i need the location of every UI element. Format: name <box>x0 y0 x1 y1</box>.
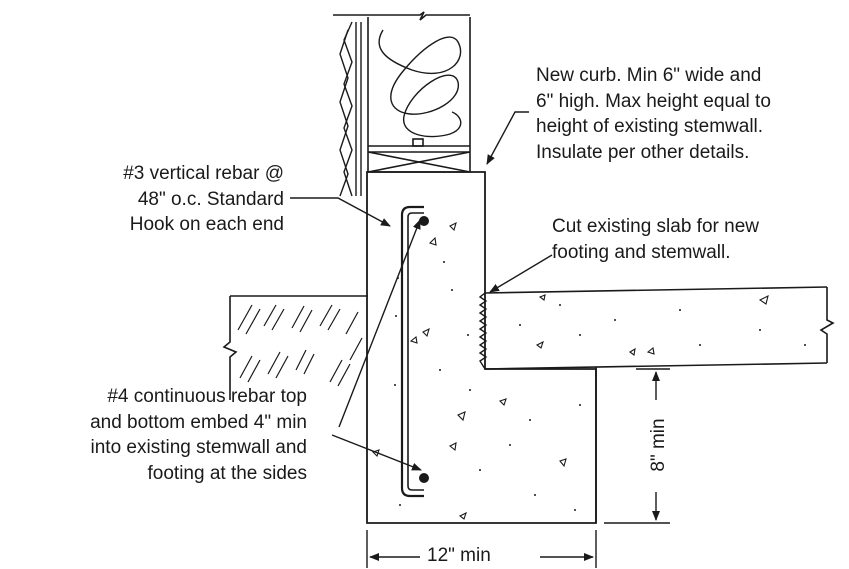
batt-insulation <box>378 29 462 138</box>
width-dimension-label: 12" min <box>424 545 494 567</box>
siding-sheathing <box>339 21 362 197</box>
width-dimension <box>366 530 597 568</box>
new-curb-note: New curb. Min 6" wide and 6" high. Max h… <box>536 65 771 163</box>
depth-dimension-label: 8" min <box>648 406 670 484</box>
continuous-rebar-note: #4 continuous rebar top and bottom embed… <box>90 386 307 484</box>
depth-dimension <box>604 368 670 524</box>
sand-stipple <box>394 261 806 511</box>
existing-slab <box>484 286 835 523</box>
continuous-rebar-4 <box>419 216 429 483</box>
cut-slab-note: Cut existing slab for new footing and st… <box>552 216 759 263</box>
wall-framing <box>333 11 471 173</box>
vertical-rebar-note: #3 vertical rebar @ 48" o.c. Standard Ho… <box>123 163 284 235</box>
aggregate-pattern <box>371 221 769 520</box>
vertical-rebar-3 <box>400 205 424 498</box>
soil-hatch <box>237 304 363 387</box>
vertical-rebar-3-inner <box>407 212 424 491</box>
saw-cut-line <box>478 292 488 370</box>
existing-grade <box>222 295 368 400</box>
leader-lines <box>290 111 553 471</box>
new-footing-stemwall <box>366 171 597 524</box>
